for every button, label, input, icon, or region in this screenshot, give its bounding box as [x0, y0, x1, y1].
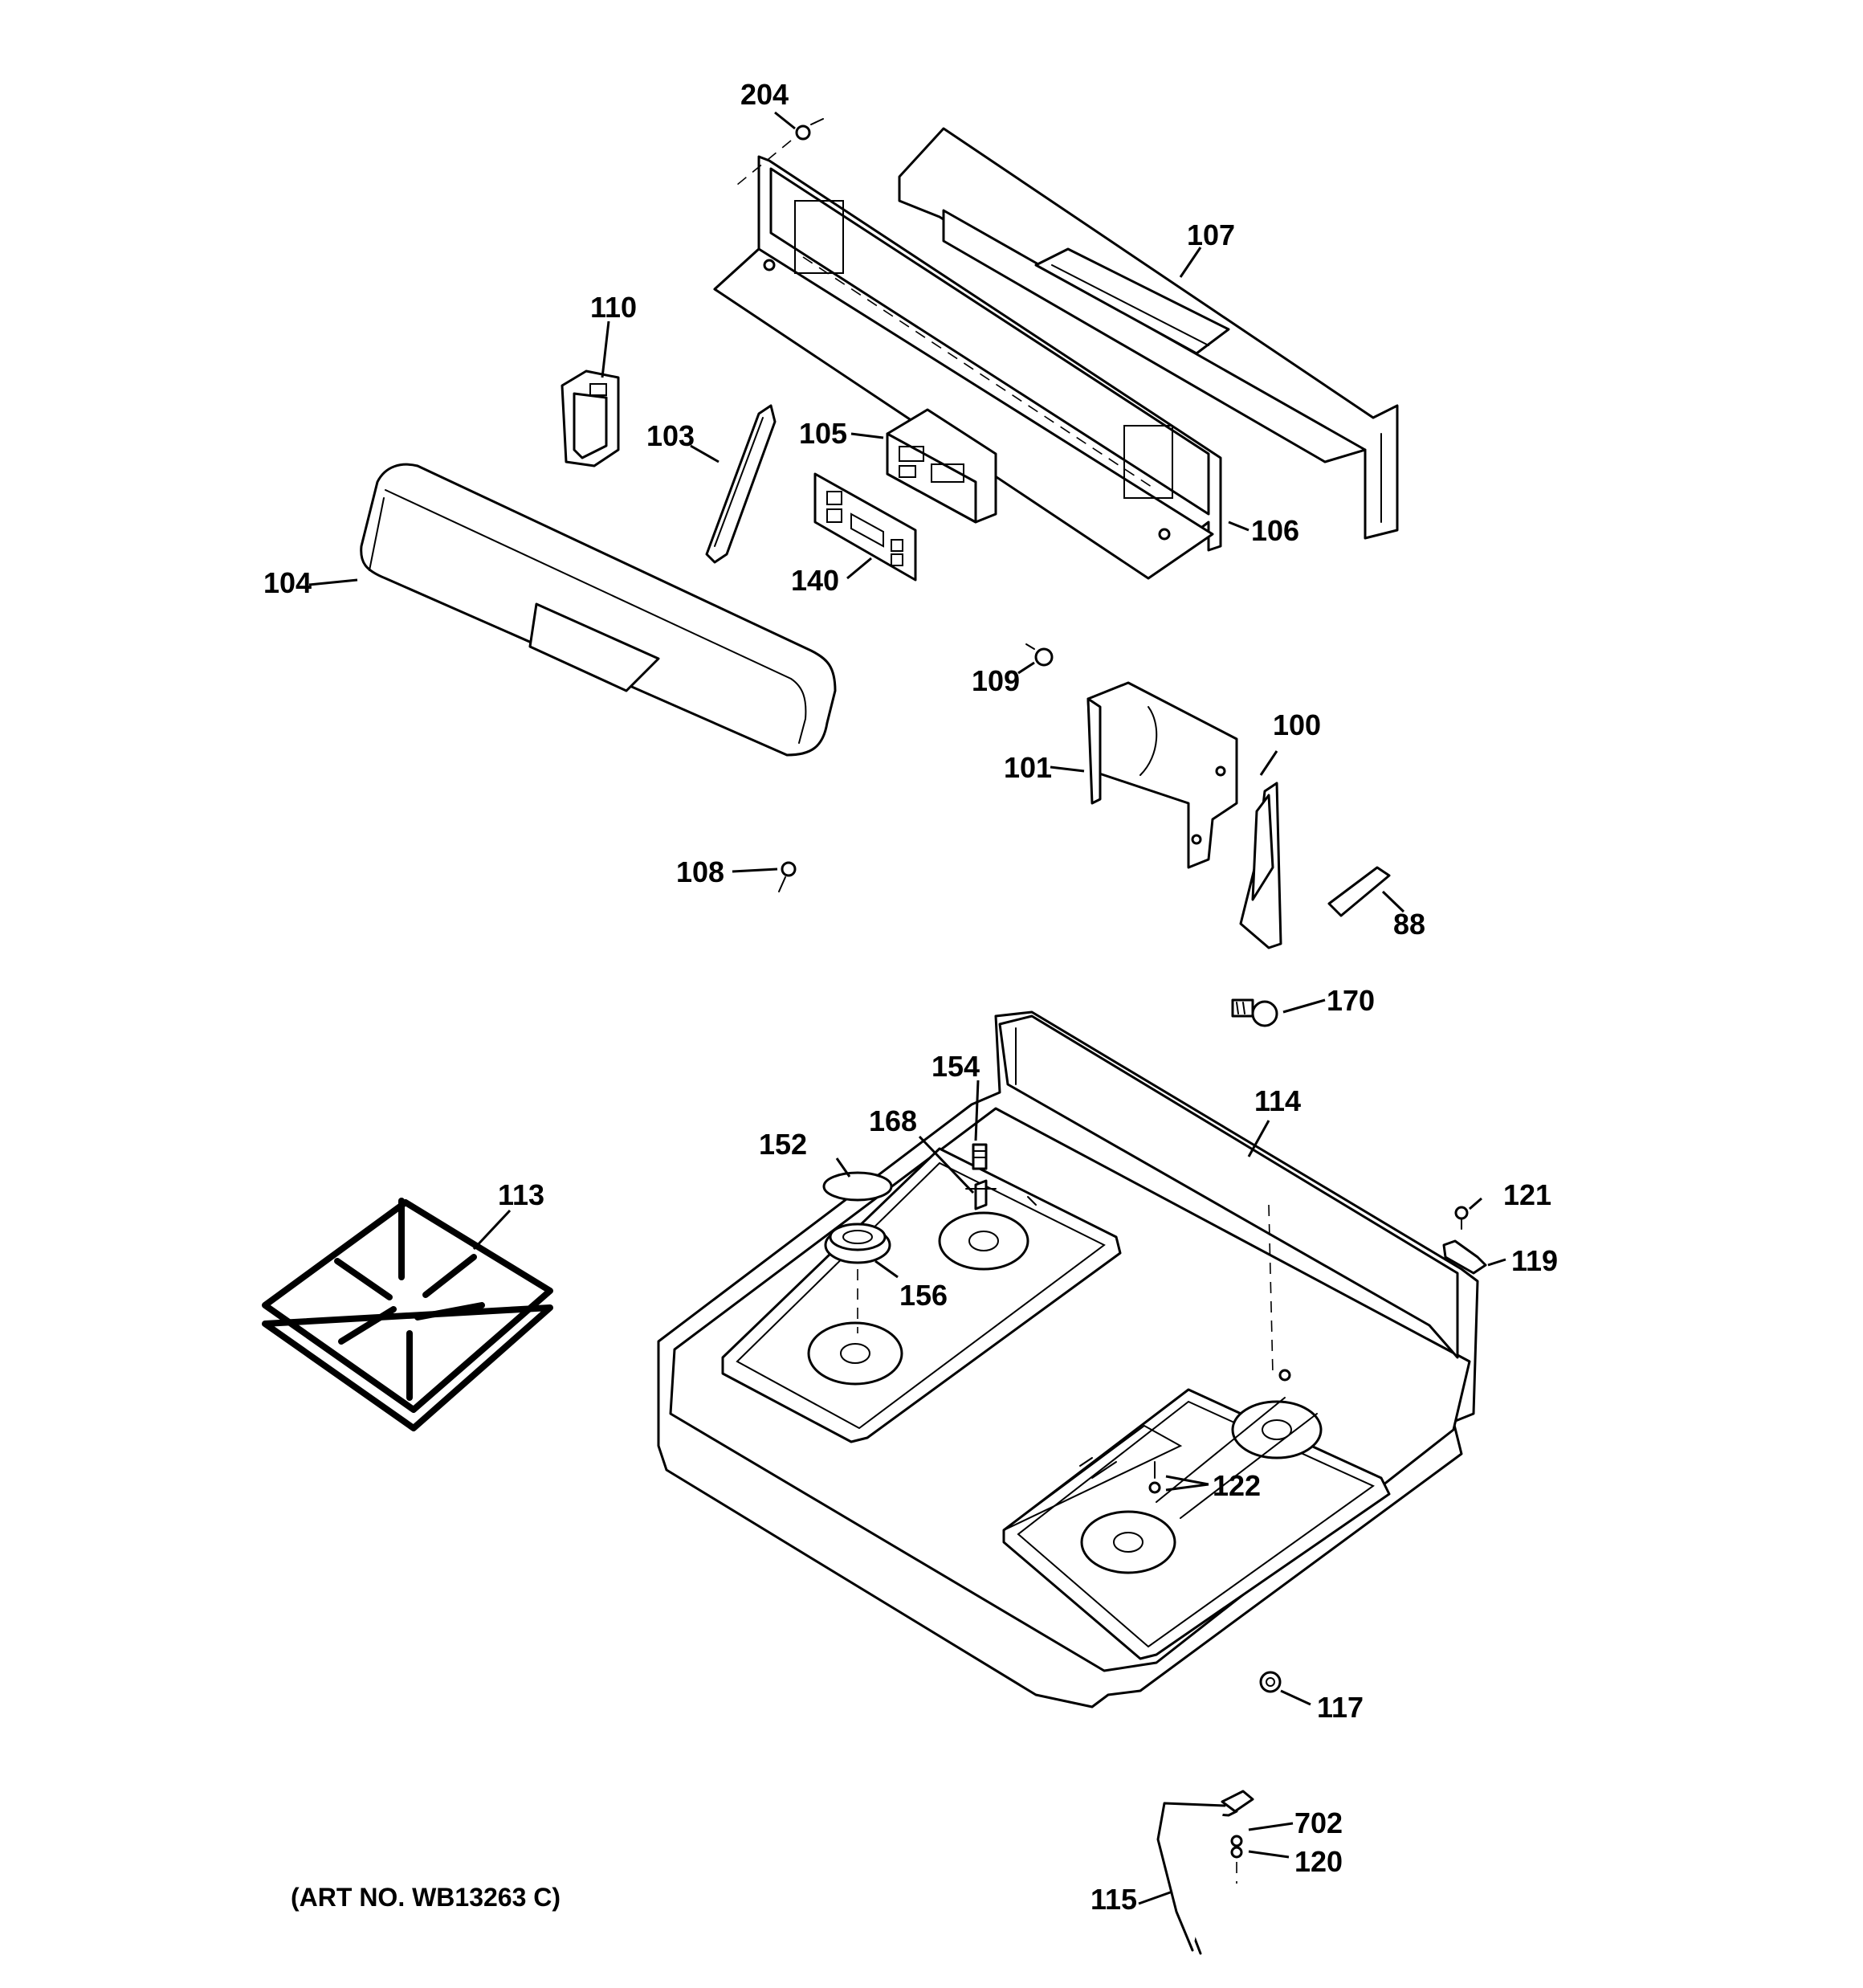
part-204-screw — [736, 118, 824, 186]
callout-140: 140 — [791, 564, 839, 597]
part-117-nut — [1259, 1671, 1282, 1693]
part-113-grate — [262, 1198, 553, 1431]
part-114-cooktop — [657, 1010, 1479, 1708]
callout-100: 100 — [1273, 708, 1321, 741]
callout-114: 114 — [1254, 1084, 1301, 1117]
part-170-screw — [1231, 998, 1278, 1027]
part-119-bracket — [1442, 1239, 1487, 1275]
part-100-side-trim — [1239, 782, 1282, 949]
part-88-clip — [1327, 866, 1391, 917]
callout-113: 113 — [498, 1178, 544, 1211]
part-140-overlay — [813, 472, 917, 582]
callout-119: 119 — [1511, 1244, 1558, 1277]
callout-105: 105 — [799, 417, 847, 450]
callout-154: 154 — [932, 1050, 980, 1083]
callout-152: 152 — [759, 1128, 807, 1161]
burner-base-right-rear — [1231, 1400, 1323, 1459]
callout-120: 120 — [1294, 1845, 1343, 1878]
part-110-relay — [561, 369, 620, 467]
part-120-screw — [1230, 1835, 1243, 1884]
callout-88: 88 — [1393, 908, 1425, 941]
part-109-nut — [1025, 643, 1054, 667]
callout-107: 107 — [1187, 218, 1235, 251]
part-103-strap — [705, 404, 777, 564]
part-115-bar — [1156, 1802, 1238, 1955]
callout-106: 106 — [1251, 514, 1299, 547]
part-106-backsplash-bracket — [713, 155, 1222, 580]
part-108-screw — [778, 861, 797, 892]
art-number: (ART NO. WB13263 C) — [291, 1883, 561, 1912]
callout-108: 108 — [676, 855, 724, 888]
callout-121: 121 — [1503, 1178, 1551, 1211]
burner-base-left-front — [807, 1321, 903, 1386]
callout-103: 103 — [646, 419, 695, 452]
part-101-valve-bracket — [1086, 681, 1238, 869]
part-105-control-board — [886, 408, 997, 524]
part-152-burner-cap — [822, 1171, 893, 1202]
callout-labels: 204 107 110 103 105 104 140 106 109 100 … — [263, 78, 1558, 1916]
part-154-orifice — [972, 1143, 988, 1170]
callout-101: 101 — [1004, 751, 1052, 784]
part-156-burner-head — [824, 1223, 891, 1333]
burner-base-left-rear — [938, 1211, 1029, 1271]
leader-lines — [308, 111, 1506, 1905]
burner-base-right-front — [1080, 1510, 1176, 1574]
callout-122: 122 — [1213, 1469, 1261, 1502]
callout-156: 156 — [899, 1279, 948, 1312]
callout-115: 115 — [1090, 1883, 1137, 1916]
callout-110: 110 — [590, 291, 637, 324]
callout-204: 204 — [740, 78, 789, 111]
callout-117: 117 — [1317, 1691, 1364, 1724]
callout-104: 104 — [263, 566, 312, 599]
part-107-rear-panel — [898, 127, 1399, 540]
part-104-backsplash — [360, 463, 837, 757]
callout-170: 170 — [1327, 984, 1375, 1017]
callout-168: 168 — [869, 1104, 917, 1137]
part-121-screw — [1454, 1206, 1469, 1230]
callout-702: 702 — [1294, 1806, 1343, 1839]
callout-109: 109 — [972, 664, 1020, 697]
part-702-bracket — [1221, 1790, 1254, 1813]
part-122-screws — [1148, 1369, 1291, 1494]
